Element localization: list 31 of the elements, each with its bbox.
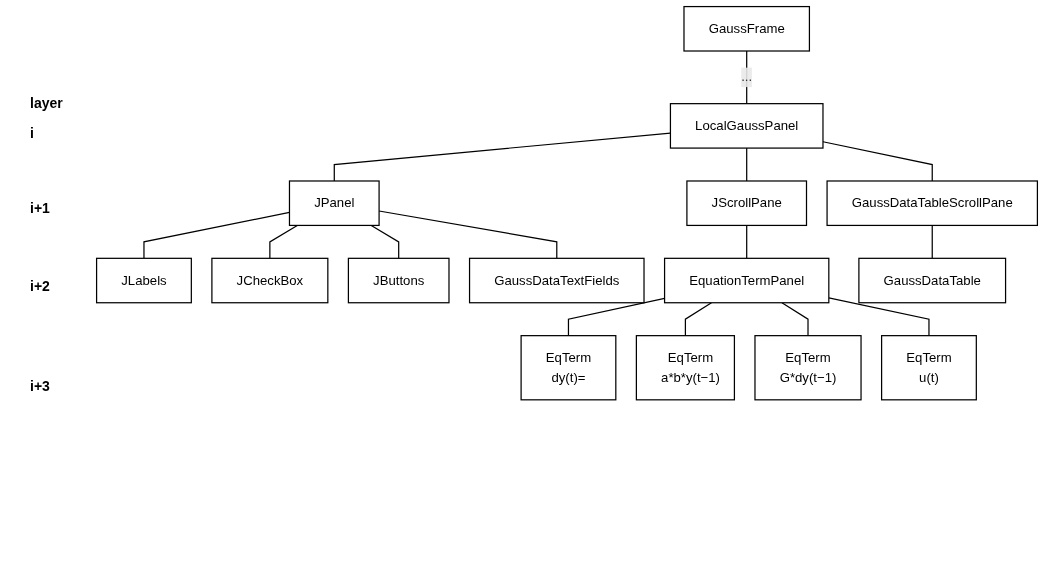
node-box: EqTerm a*b*y(t−1) xyxy=(635,335,736,401)
node-box: EqTerm dy(t)= xyxy=(520,335,617,401)
node-box: GaussDataTableScrollPane xyxy=(826,180,1039,227)
layer-label: i+1 xyxy=(30,200,50,216)
connector xyxy=(746,50,748,105)
node-box: JButtons xyxy=(347,257,450,304)
connector xyxy=(931,224,933,259)
node-box: EqTerm u(t) xyxy=(881,335,977,401)
layer-label: i+2 xyxy=(30,278,50,294)
node-box: LocalGaussPanel xyxy=(669,103,824,149)
connector xyxy=(370,224,400,259)
node-box: GaussDataTable xyxy=(858,257,1007,304)
node-box: EquationTermPanel xyxy=(663,257,830,304)
node-box: JCheckBox xyxy=(211,257,329,304)
node-box: JLabels xyxy=(95,257,192,304)
connector xyxy=(269,224,298,259)
node-box: JPanel xyxy=(288,180,380,227)
connector xyxy=(781,302,809,337)
layer-label: i xyxy=(30,125,34,141)
layer-label: i+3 xyxy=(30,378,50,394)
layer-heading: layer xyxy=(30,95,63,111)
connector xyxy=(828,297,930,337)
node-box: EqTerm G*dy(t−1) xyxy=(754,335,862,401)
node-box: GaussDataTextFields xyxy=(468,257,645,304)
connector xyxy=(746,147,748,182)
connector xyxy=(822,141,933,182)
node-box: GaussFrame xyxy=(683,5,811,52)
node-box: JScrollPane xyxy=(686,180,808,227)
connector xyxy=(746,224,748,259)
connector xyxy=(684,302,713,337)
edge-label: ... xyxy=(741,69,753,84)
